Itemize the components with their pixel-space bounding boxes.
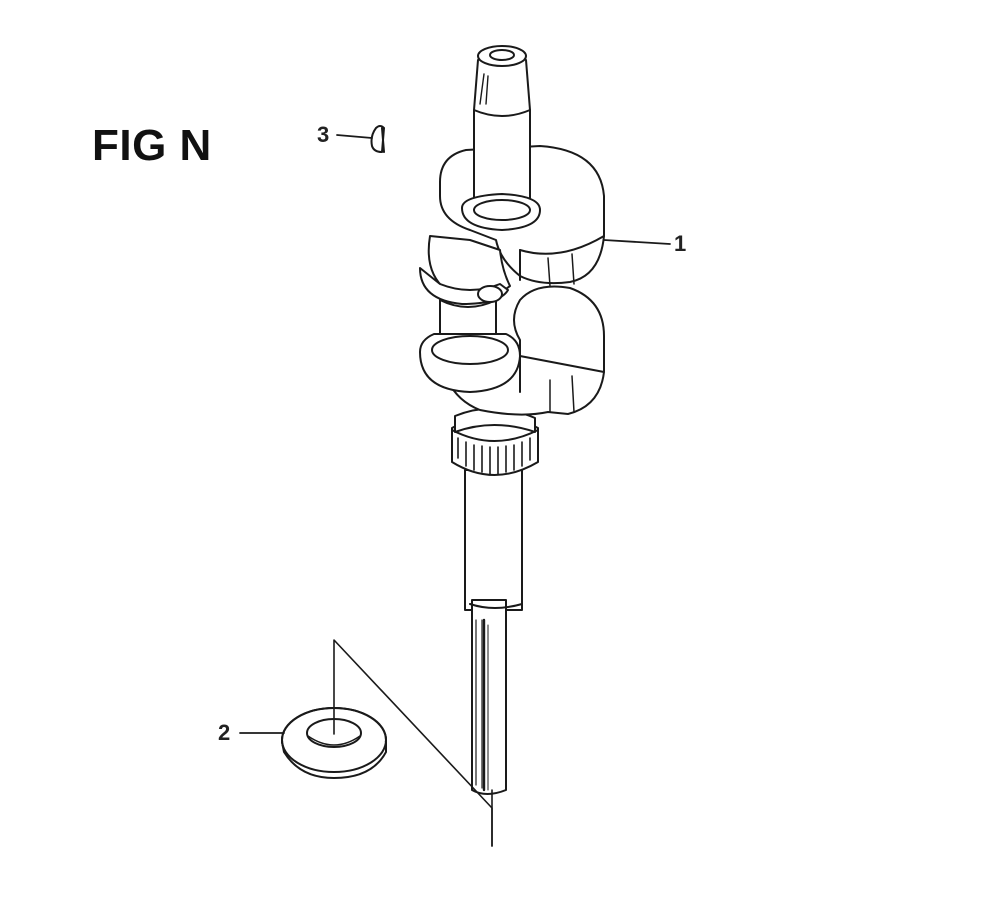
washer-part: [281, 707, 387, 779]
crankshaft-upper-journal: [461, 45, 541, 231]
key-part: [370, 125, 385, 153]
leader-line-3: [336, 134, 373, 139]
leader-lines: [239, 134, 671, 734]
callout-number-2: 2: [218, 720, 231, 745]
figure-title: FIG N: [92, 121, 212, 170]
crankshaft-crank-pin: [419, 295, 521, 393]
leader-line-1: [603, 239, 671, 245]
assembly-guide-lines: [333, 639, 493, 847]
crankshaft-timing-gear: [451, 407, 539, 476]
callout-number-1: 1: [674, 231, 687, 256]
callout-number-3: 3: [317, 122, 330, 147]
crankshaft-lower-shaft: [464, 469, 523, 795]
